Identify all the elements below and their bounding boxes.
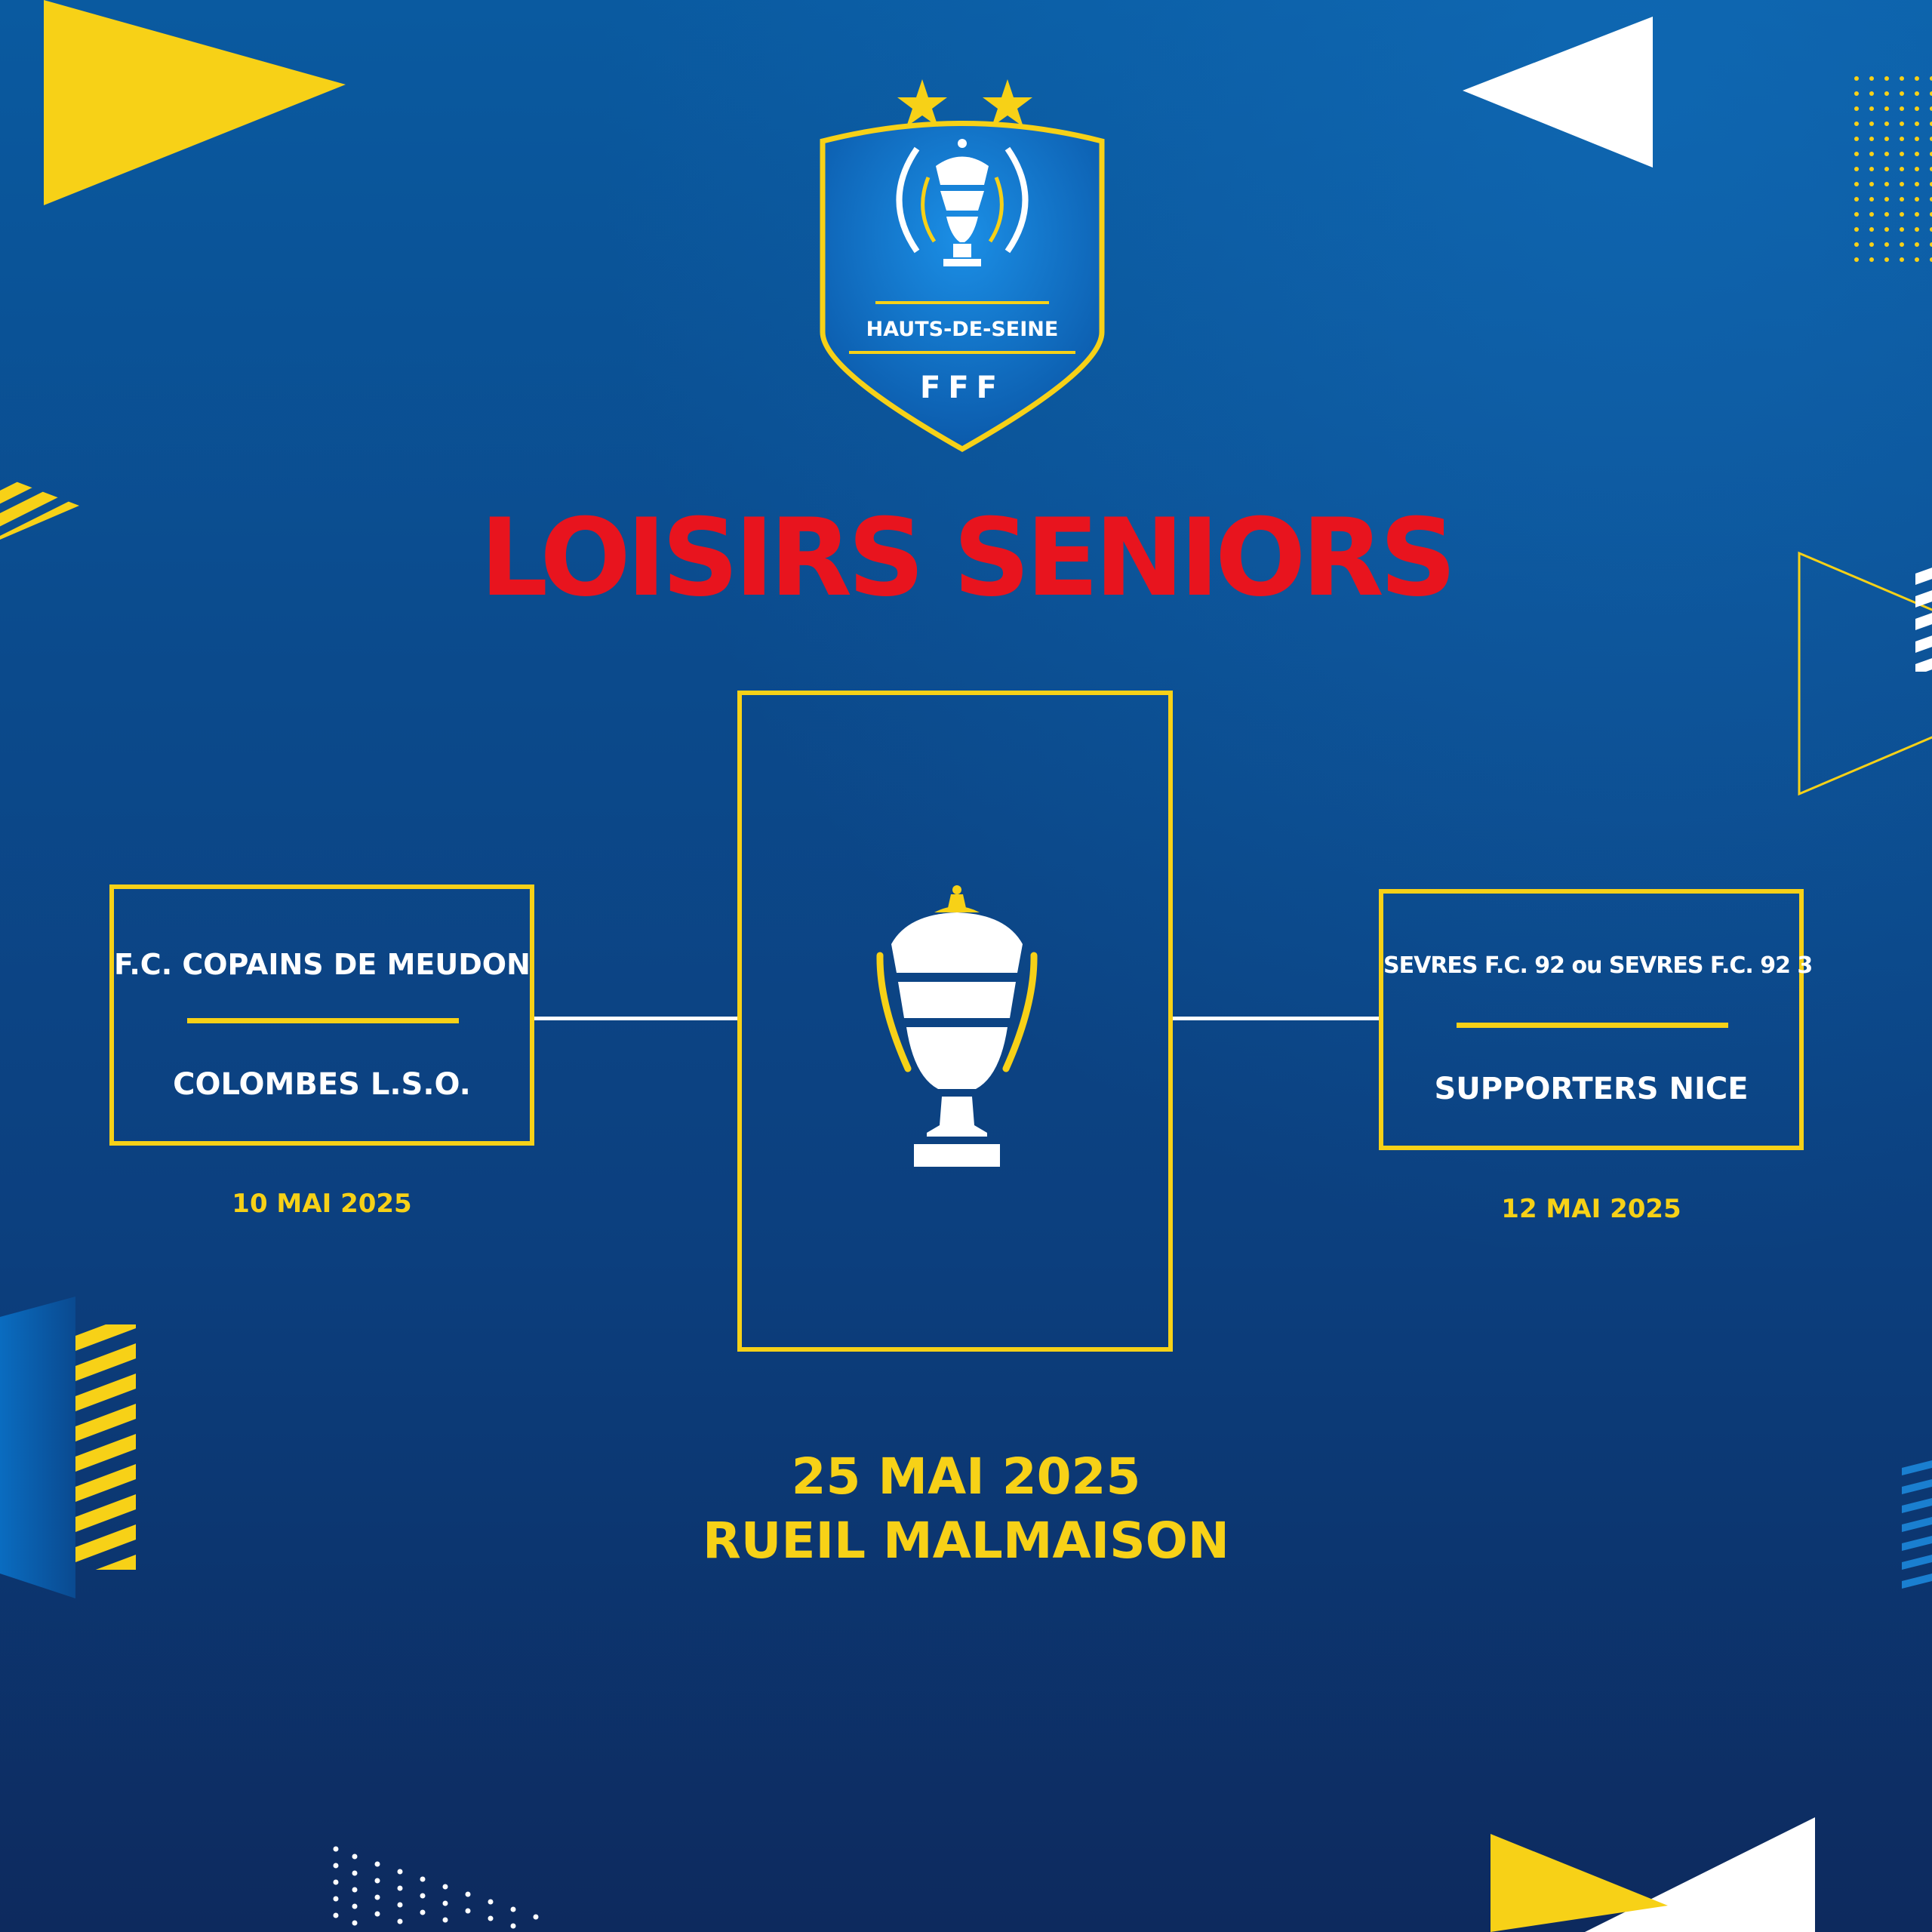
yellow-stripes-lower-left <box>75 1324 136 1570</box>
final-date: 25 MAI 2025 <box>791 1447 1141 1506</box>
team-right-top: SEVRES F.C. 92 ou SEVRES F.C. 92 3 <box>1383 952 1813 979</box>
white-triangle-top-right <box>1463 17 1653 168</box>
trophy-icon <box>876 885 1038 1167</box>
semifinal-right-box: SEVRES F.C. 92 ou SEVRES F.C. 92 3 SUPPO… <box>1379 889 1813 1150</box>
final-venue: RUEIL MALMAISON <box>702 1512 1230 1570</box>
connector-right <box>1171 1017 1380 1020</box>
dot-grid-bottom-left <box>333 1846 539 1929</box>
blue-triangle-left <box>0 1297 75 1598</box>
hauts-de-seine-fff-crest: HAUTS-DE-SEINE FFF <box>820 79 1105 453</box>
star-icon <box>897 79 1032 127</box>
white-stripes-right <box>1915 568 1932 672</box>
connector-left <box>534 1017 740 1020</box>
team-left-bottom: COLOMBES L.S.O. <box>173 1067 471 1102</box>
outline-triangle-right <box>1798 551 1932 796</box>
svg-text:HAUTS-DE-SEINE: HAUTS-DE-SEINE <box>866 318 1059 341</box>
yellow-triangle-top-left <box>44 0 346 205</box>
semifinal-right-date: 12 MAI 2025 <box>1501 1194 1681 1224</box>
page-title: LOISIRS SENIORS <box>479 496 1457 620</box>
semifinal-right-divider <box>1457 1023 1728 1028</box>
team-right-bottom: SUPPORTERS NICE <box>1434 1072 1749 1106</box>
semifinal-left-date: 10 MAI 2025 <box>232 1189 412 1219</box>
blue-stripes-right <box>1902 1460 1932 1589</box>
yellow-triangle-bottom-right <box>1491 1834 1668 1932</box>
white-triangle-bottom-right <box>1585 1817 1815 1932</box>
semifinal-left-box: F.C. COPAINS DE MEUDON COLOMBES L.S.O. <box>109 884 534 1146</box>
semifinal-left-divider <box>187 1018 459 1023</box>
trophy-icon <box>936 139 989 266</box>
svg-text:FFF: FFF <box>920 371 1004 405</box>
dot-grid-top-right <box>1854 76 1932 262</box>
final-box <box>737 691 1173 1352</box>
team-left-top: F.C. COPAINS DE MEUDON <box>114 948 531 981</box>
